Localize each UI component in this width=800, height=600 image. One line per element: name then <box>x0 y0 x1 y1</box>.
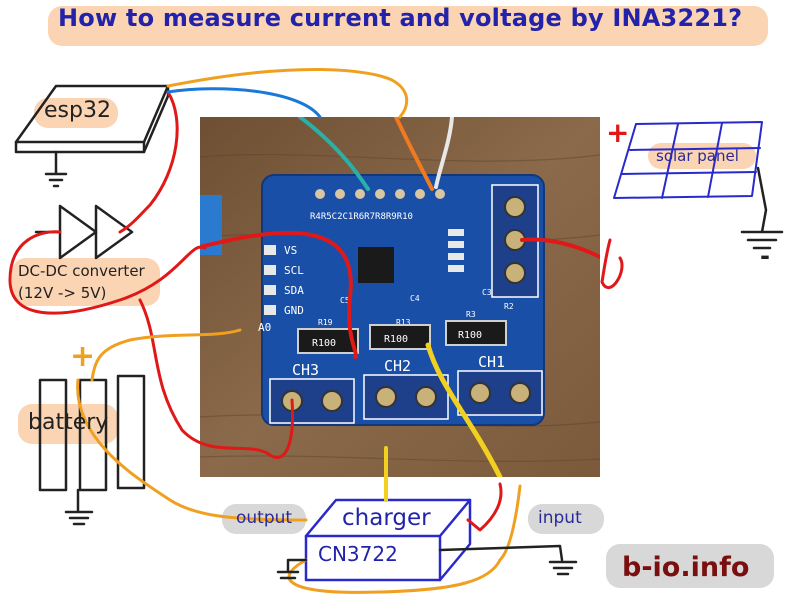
label-r13: R13 <box>396 318 411 327</box>
pin-vs: VS <box>284 244 297 257</box>
label-ch2: CH2 <box>384 357 411 375</box>
label-r3: R3 <box>466 310 476 319</box>
esp32-label: esp32 <box>44 98 111 123</box>
title-highlight <box>48 6 768 46</box>
battery-highlight <box>18 404 118 444</box>
label-ch3: CH3 <box>292 361 319 379</box>
label-c3: C3 <box>482 288 492 297</box>
solar-plus-mark: + <box>606 116 629 149</box>
pin-a0: A0 <box>258 321 271 334</box>
output-label: output <box>236 508 293 528</box>
board-photo-drawing: R4R5C2C1R6R7R8R9R10 VS SCL SDA GND A0 <box>200 117 600 477</box>
ina3221-board-photo: R4R5C2C1R6R7R8R9R10 VS SCL SDA GND A0 <box>200 117 600 477</box>
page-title: How to measure current and voltage by IN… <box>58 4 743 32</box>
pin-sda: SDA <box>284 284 304 297</box>
pin-scl: SCL <box>284 264 304 277</box>
solar-minus-mark: - <box>760 242 770 270</box>
brand-pill <box>606 544 774 588</box>
pin-gnd: GND <box>284 304 304 317</box>
label-c4: C4 <box>410 294 420 303</box>
label-c5: C5 <box>340 296 350 305</box>
dcdc-label-line2: (12V -> 5V) <box>18 284 107 302</box>
charger-label: charger <box>342 505 431 531</box>
battery-plus-mark: + <box>70 339 95 374</box>
label-ch1: CH1 <box>478 353 505 371</box>
solar-panel-symbol <box>613 121 763 199</box>
brand-watermark: b-io.info <box>622 552 750 583</box>
solar-panel-label: solar panel <box>656 147 739 165</box>
input-label: input <box>538 508 582 528</box>
solar-highlight <box>648 143 756 169</box>
dcdc-highlight <box>12 258 160 306</box>
battery-label: battery <box>28 410 109 435</box>
input-pill <box>528 504 604 534</box>
shunt-ch3: R100 <box>312 338 336 349</box>
charger-chip-label: CN3722 <box>318 542 398 566</box>
dcdc-label-line1: DC-DC converter <box>18 262 145 280</box>
label-r19: R19 <box>318 318 333 327</box>
label-r2: R2 <box>504 302 514 311</box>
battery-symbol <box>38 374 146 526</box>
shunt-ch1: R100 <box>458 330 482 341</box>
charger-box <box>304 498 472 582</box>
shunt-ch2: R100 <box>384 334 408 345</box>
esp32-highlight <box>34 98 118 128</box>
board-top-silk: R4R5C2C1R6R7R8R9R10 <box>310 212 413 222</box>
